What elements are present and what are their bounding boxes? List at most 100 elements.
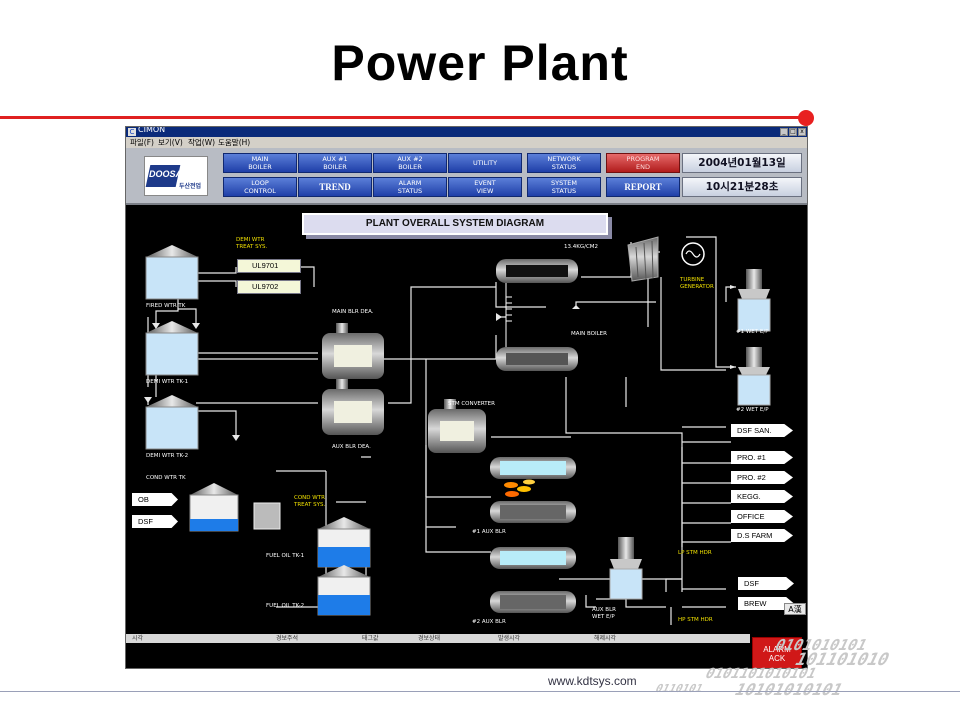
main-boiler-steam-drum [496, 259, 578, 283]
ul9701-box[interactable]: UL9701 [237, 259, 301, 273]
menu-file[interactable]: 파일(F) [130, 138, 154, 147]
report-button[interactable]: REPORT [606, 177, 680, 197]
slide-title: Power Plant [331, 35, 629, 91]
aux-blr2-steam [490, 547, 576, 569]
navigation-panel: DOOSAN 두산전업 MAIN BOILER AUX #1 BOILER AU… [126, 148, 807, 205]
scada-window: C CIMON _ □ x 파일(F) 보기(V) 작업(W) 도움말(H) D… [125, 126, 808, 669]
dest-ds-farm[interactable]: D.S FARM [731, 529, 793, 542]
menu-view[interactable]: 보기(V) [158, 138, 183, 147]
cond-wtr-tk-label: COND WTR TK [146, 475, 186, 481]
menu-help[interactable]: 도움말(H) [218, 138, 251, 147]
minimize-icon[interactable]: _ [780, 128, 788, 136]
ul9702-box[interactable]: UL9702 [237, 280, 301, 294]
stm-converter-label: STM CONVERTER [448, 401, 495, 407]
aux-blr2-label: #2 AUX BLR [472, 619, 506, 625]
main-boiler-label: MAIN BOILER [571, 331, 607, 337]
binary-decoration: 0101010101 101101010 0101101010101 10101… [646, 636, 960, 696]
app-icon: C [128, 128, 136, 136]
plant-diagram: PLANT OVERALL SYSTEM DIAGRAM DEMI WTR TR… [126, 207, 807, 634]
hp-stm-hdr-label: HP STM HDR [678, 617, 713, 623]
lp-stm-hdr-label: LP STM HDR [678, 550, 712, 556]
col-alarm-state: 경보상태 [418, 635, 441, 642]
wet-ep1-label: #1 WET E/P [736, 329, 769, 335]
event-view-button[interactable]: EVENT VIEW [448, 177, 522, 197]
demi-wtr-tk1-label: DEMI WTR TK-1 [146, 379, 189, 385]
aux1-boiler-button[interactable]: AUX #1 BOILER [298, 153, 372, 173]
demi-wtr-tank-1 [145, 321, 199, 376]
wet-ep-units [609, 269, 771, 600]
window-title: CIMON [138, 126, 166, 134]
burner-flame [504, 479, 535, 497]
logo-word: DOOSAN [149, 169, 189, 179]
binary-line: 0110101 [652, 682, 706, 695]
dest-dsf-hp[interactable]: DSF [738, 577, 794, 590]
main-boiler-water-drum [496, 347, 578, 371]
aux-blr-wet-ep-label: AUX BLR WET E/P [592, 607, 616, 620]
col-time: 시각 [132, 635, 144, 642]
dest-dsf-san[interactable]: DSF SAN. [731, 424, 793, 437]
boiler-tubes [505, 283, 512, 347]
aux-blr2-water [490, 591, 576, 613]
dest-office[interactable]: OFFICE [731, 510, 793, 523]
generator-symbol [681, 242, 705, 266]
program-end-button[interactable]: PROGRAM END [606, 153, 680, 173]
system-status-button[interactable]: SYSTEM STATUS [527, 177, 601, 197]
diagram-title: PLANT OVERALL SYSTEM DIAGRAM [302, 213, 608, 235]
vessels [322, 259, 578, 613]
date-display: 2004년01월13일 [682, 153, 802, 173]
main-blr-dea-label: MAIN BLR DEA. [332, 309, 374, 315]
fuel-oil-tank-1 [317, 517, 371, 568]
dest-pro1[interactable]: PRO. #1 [731, 451, 793, 464]
main-boiler-button[interactable]: MAIN BOILER [223, 153, 297, 173]
stm-converter [428, 399, 486, 453]
fuel-oil-tk1-label: FUEL OIL TK-1 [266, 553, 305, 559]
demi-wtr-treat-label: DEMI WTR TREAT SYS. [236, 237, 268, 250]
dest-dsf-left[interactable]: DSF [132, 515, 178, 528]
loop-control-button[interactable]: LOOP CONTROL [223, 177, 297, 197]
maximize-icon[interactable]: □ [789, 128, 797, 136]
arrowheads [144, 285, 736, 441]
dest-brew[interactable]: BREW [738, 597, 794, 610]
col-tag-value: 태그값 [362, 635, 379, 642]
turbine [627, 236, 705, 282]
turbine-generator-label: TURBINE GENERATOR [680, 277, 714, 290]
wet-ep2-label: #2 WET E/P [736, 407, 769, 413]
main-blr-dea [322, 323, 384, 379]
cond-wtr-tank [189, 483, 239, 532]
rule-dot [798, 110, 814, 126]
menu-bar: 파일(F) 보기(V) 작업(W) 도움말(H) [126, 137, 807, 148]
fuel-oil-tk2-label: FUEL OIL TK-2 [266, 603, 305, 609]
alarm-list[interactable] [126, 643, 750, 668]
dest-ob[interactable]: OB [132, 493, 178, 506]
aux-blr-dea-label: AUX BLR DEA. [332, 444, 371, 450]
demi-wtr-tank-2 [145, 395, 199, 450]
col-alarm-comment: 경보주석 [276, 635, 299, 642]
ime-indicator[interactable]: A漢 [784, 603, 806, 615]
fired-wtr-tk-label: FIRED WTR TK [146, 303, 186, 309]
alarm-status-button[interactable]: ALARM STATUS [373, 177, 447, 197]
water-tanks [145, 245, 371, 616]
cond-treat-unit [253, 502, 281, 530]
col-occur-time: 발생시각 [498, 635, 521, 642]
demi-wtr-tk2-label: DEMI WTR TK-2 [146, 453, 189, 459]
aux-blr1-label: #1 AUX BLR [472, 529, 506, 535]
dest-pro2[interactable]: PRO. #2 [731, 471, 793, 484]
alarm-ack-button[interactable]: ALARM ACK [752, 637, 802, 668]
cond-wtr-treat-label: COND WTR TREAT SYS. [294, 495, 326, 508]
dest-kegg[interactable]: KEGG. [731, 490, 793, 503]
footer-rule [0, 691, 960, 692]
menu-work[interactable]: 작업(W) [188, 138, 216, 147]
title-bar: C CIMON _ □ x [126, 126, 807, 137]
aux2-boiler-button[interactable]: AUX #2 BOILER [373, 153, 447, 173]
close-icon[interactable]: x [798, 128, 806, 136]
logo-sub: 두산전업 [179, 183, 202, 190]
diagram-graphics [144, 236, 771, 625]
trend-button[interactable]: TREND [298, 177, 372, 197]
company-logo: DOOSAN 두산전업 [144, 156, 208, 196]
fired-wtr-tank [145, 245, 199, 300]
binary-line: 10101010101 [731, 680, 847, 696]
alarm-table-header: 시각 경보주석 태그값 경보상태 발생시각 해제시각 [126, 634, 750, 643]
utility-button[interactable]: UTILITY [448, 153, 522, 173]
time-display: 10시21분28초 [682, 177, 802, 197]
network-status-button[interactable]: NETWORK STATUS [527, 153, 601, 173]
